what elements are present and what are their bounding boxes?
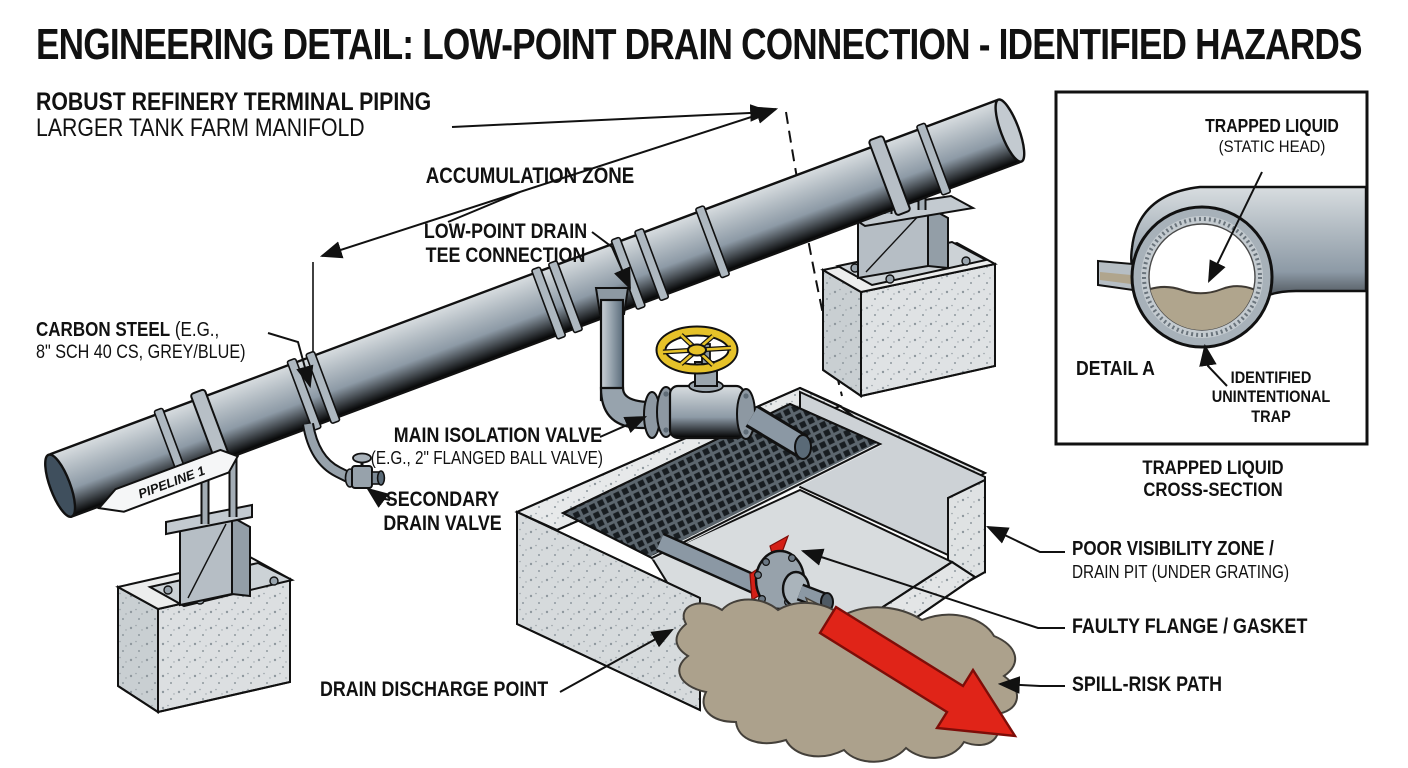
valve-handwheel-icon xyxy=(655,325,739,375)
inset-leader-lines xyxy=(1199,171,1263,387)
manifold-leader-line xyxy=(451,104,773,128)
main-pipe: PIPELINE 1 xyxy=(44,98,1026,519)
pipe-clamp-bands xyxy=(190,135,911,470)
drain-discharge-assembly xyxy=(655,532,834,627)
left-pipe-support xyxy=(115,445,295,714)
inset-box xyxy=(1054,90,1369,446)
main-isolation-valve-assembly xyxy=(594,287,812,460)
leader-lines xyxy=(267,191,1065,694)
spill-risk-arrow xyxy=(818,605,1018,738)
secondary-drain-valve xyxy=(302,422,386,489)
pipe-open-end xyxy=(44,453,77,519)
